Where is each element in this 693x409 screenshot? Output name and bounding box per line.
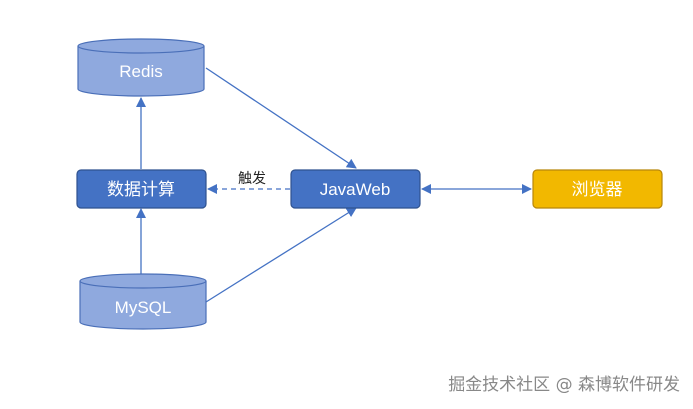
node-javaweb: JavaWeb (290, 169, 421, 209)
edge-redis-to-javaweb (205, 67, 357, 169)
node-browser-label: 浏览器 (572, 180, 623, 199)
edges: 触发 (136, 67, 532, 303)
watermark: 掘金技术社区 @ 森博软件研发 (448, 375, 680, 395)
node-redis: Redis (77, 38, 205, 97)
node-compute-label: 数据计算 (107, 180, 175, 199)
node-mysql-label: MySQL (115, 298, 172, 317)
edge-mysql-to-javaweb (205, 207, 357, 303)
node-javaweb-label: JavaWeb (320, 180, 391, 199)
node-mysql: MySQL (79, 273, 207, 330)
node-browser: 浏览器 (532, 169, 663, 209)
node-redis-label: Redis (119, 62, 162, 81)
node-compute: 数据计算 (76, 169, 207, 209)
edge-label-trigger: 触发 (238, 171, 266, 187)
